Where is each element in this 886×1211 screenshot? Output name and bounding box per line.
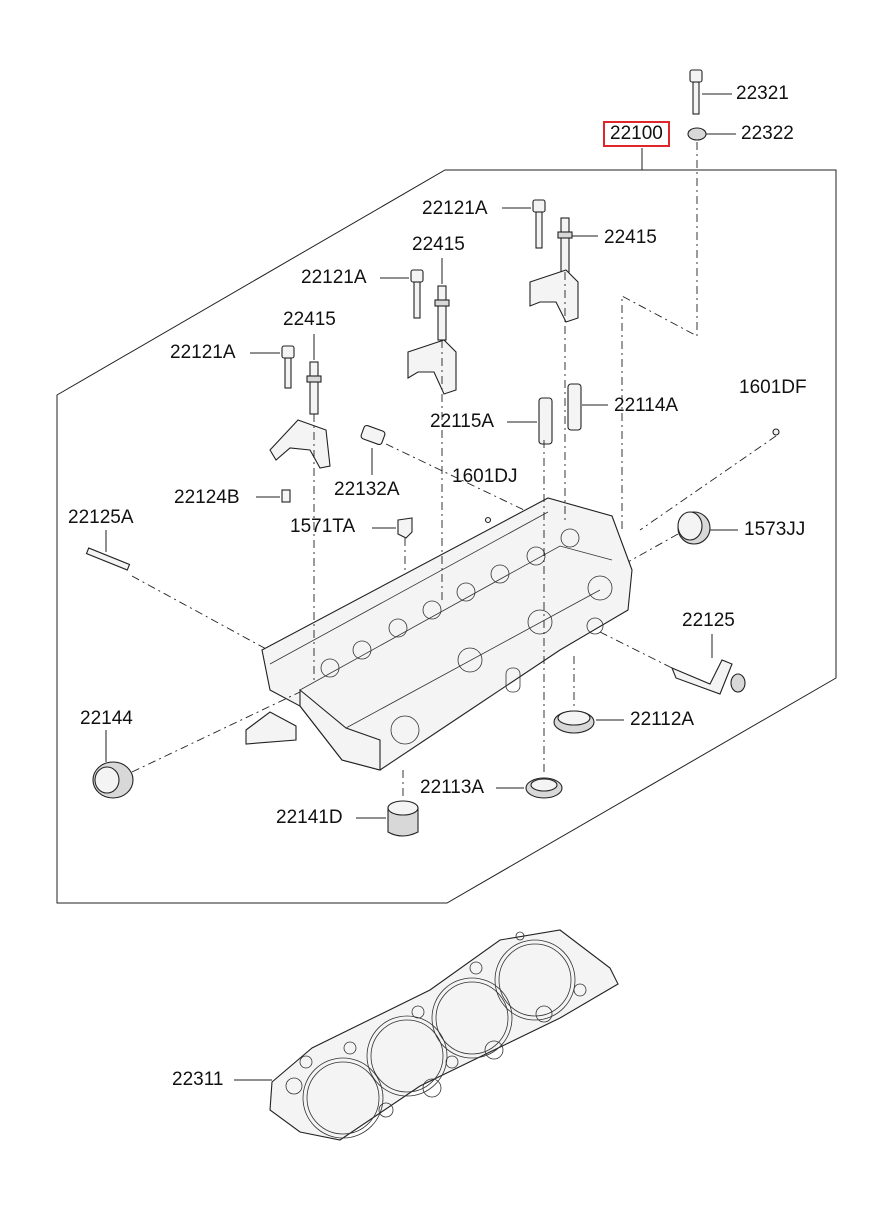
- part-label-22125A: 22125A: [68, 507, 134, 528]
- part-label-1573JJ: 1573JJ: [744, 519, 806, 540]
- plug-22132A: [360, 424, 386, 446]
- part-label-1601DJ: 1601DJ: [452, 466, 518, 487]
- part-label-22113A: 22113A: [420, 777, 485, 798]
- part-label-22415-middle: 22415: [412, 234, 465, 255]
- plug-1571TA: [397, 517, 413, 539]
- part-label-22121A-middle: 22121A: [301, 267, 367, 288]
- cap-right: [529, 269, 579, 323]
- head-gasket-22311: [269, 929, 619, 1141]
- bolt-22121A-left: [281, 345, 295, 389]
- part-label-22322: 22322: [741, 123, 794, 144]
- pin-22124B: [281, 489, 291, 503]
- cap-middle: [407, 339, 457, 395]
- part-label-22121A-left: 22121A: [170, 342, 236, 363]
- sleeve-22114A: [567, 383, 582, 431]
- cap-left: [269, 419, 331, 469]
- part-label-22321: 22321: [736, 83, 789, 104]
- stud-22125A: [85, 547, 131, 571]
- pipe-22125: [671, 659, 746, 695]
- cylinder-head: [245, 497, 633, 771]
- part-label-22144: 22144: [80, 708, 133, 729]
- assembly-outline: [56, 169, 837, 904]
- part-label-22141D: 22141D: [276, 807, 343, 828]
- cup-22141D: [387, 800, 419, 837]
- seal-22144: [92, 761, 134, 799]
- bolt-22121A-right: [532, 199, 546, 249]
- part-label-22415-left: 22415: [283, 309, 336, 330]
- stud-22415-middle: [434, 285, 450, 341]
- sleeve-22115A: [538, 397, 553, 445]
- bolt-22321: [689, 69, 703, 115]
- part-label-22112A: 22112A: [630, 709, 695, 730]
- part-label-22132A: 22132A: [334, 479, 400, 500]
- stud-22415-left: [306, 361, 322, 415]
- stud-22415-right: [557, 217, 573, 273]
- bolt-22121A-middle: [410, 269, 424, 319]
- ring-22112A: [553, 710, 595, 734]
- washer-22322: [687, 127, 707, 141]
- part-label-22114A: 22114A: [614, 395, 679, 416]
- ring-22113A: [525, 777, 563, 799]
- part-label-1571TA: 1571TA: [290, 516, 356, 537]
- part-label-22115A: 22115A: [430, 411, 495, 432]
- part-label-22121A-right: 22121A: [422, 198, 488, 219]
- part-label-22124B: 22124B: [174, 487, 240, 508]
- part-label-22311: 22311: [172, 1069, 224, 1090]
- cup-plug-1573JJ: [677, 511, 711, 545]
- part-label-22415-right: 22415: [604, 227, 657, 248]
- part-label-1601DF: 1601DF: [739, 377, 807, 398]
- assembly-label-22100: 22100: [603, 121, 670, 147]
- part-label-22125: 22125: [682, 610, 735, 631]
